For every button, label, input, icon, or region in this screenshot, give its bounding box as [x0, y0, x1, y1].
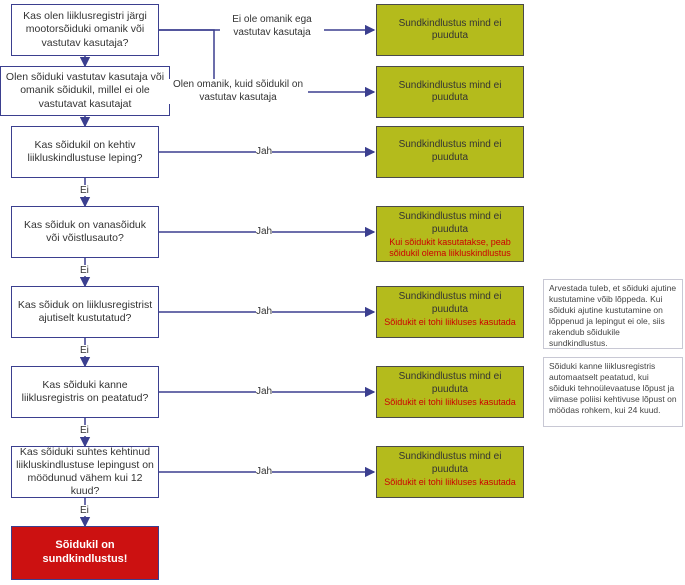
result-1-title: Sundkindlustus mind ei puuduta: [398, 17, 502, 42]
result-4-note: Kui sõidukit kasutatakse, peab sõidukil …: [389, 237, 511, 259]
result-4-title: Sundkindlustus mind ei puuduta: [398, 211, 502, 235]
question-2-text: Olen sõiduki vastutav kasutaja või omani…: [5, 71, 165, 110]
question-3-text: Kas sõidukil on kehtiv liikluskindlustus…: [27, 138, 143, 164]
result-3-title: Sundkindlustus mind ei puuduta: [398, 139, 502, 163]
result-6: Sundkindlustus mind ei puuduta Sõidukit …: [376, 366, 524, 418]
question-4-text: Kas sõiduk on vanasõiduk või võistlusaut…: [24, 218, 146, 244]
edge-label-not-owner: Ei ole omanik ega vastutav kasutaja: [220, 14, 324, 39]
result-6-title: Sundkindlustus mind ei puuduta: [398, 371, 502, 395]
edge-label-yes-6: Jah: [256, 386, 273, 399]
question-7: Kas sõiduki suhtes kehtinud liikluskindl…: [11, 446, 159, 498]
result-7: Sundkindlustus mind ei puuduta Sõidukit …: [376, 446, 524, 498]
note-registration-suspended: Sõiduki kanne liiklusregistris automaats…: [543, 357, 683, 427]
edge-label-yes-7: Jah: [256, 466, 273, 479]
result-7-note: Sõidukit ei tohi liikluses kasutada: [384, 477, 516, 487]
question-6-text: Kas sõiduki kanne liiklusregistris on pe…: [21, 378, 149, 404]
final-result: Sõidukil on sundkindlustus!: [11, 526, 159, 580]
result-5-note: Sõidukit ei tohi liikluses kasutada: [384, 317, 516, 327]
question-1-text: Kas olen liiklusregistri järgi mootorsõi…: [23, 10, 147, 49]
edge-label-no-5: Ei: [79, 345, 90, 356]
result-1: Sundkindlustus mind ei puuduta: [376, 4, 524, 56]
edge-label-yes-4: Jah: [256, 226, 273, 239]
edge-label-no-7: Ei: [79, 505, 90, 516]
result-2: Sundkindlustus mind ei puuduta: [376, 66, 524, 118]
question-5: Kas sõiduk on liiklusregistrist ajutisel…: [11, 286, 159, 338]
question-7-text: Kas sõiduki suhtes kehtinud liikluskindl…: [16, 445, 154, 498]
question-2: Olen sõiduki vastutav kasutaja või omani…: [0, 66, 170, 116]
edge-label-yes-5: Jah: [256, 306, 273, 319]
edge-label-no-3: Ei: [79, 185, 90, 196]
question-4: Kas sõiduk on vanasõiduk või võistlusaut…: [11, 206, 159, 258]
result-5: Sundkindlustus mind ei puuduta Sõidukit …: [376, 286, 524, 338]
note-temporary-removal: Arvestada tuleb, et sõiduki ajutine kust…: [543, 279, 683, 349]
edge-label-no-4: Ei: [79, 265, 90, 276]
question-3: Kas sõidukil on kehtiv liikluskindlustus…: [11, 126, 159, 178]
question-5-text: Kas sõiduk on liiklusregistrist ajutisel…: [17, 298, 153, 324]
edge-label-no-6: Ei: [79, 425, 90, 436]
result-3: Sundkindlustus mind ei puuduta: [376, 126, 524, 178]
result-5-title: Sundkindlustus mind ei puuduta: [398, 291, 502, 315]
result-4: Sundkindlustus mind ei puuduta Kui sõidu…: [376, 206, 524, 262]
result-2-title: Sundkindlustus mind ei puuduta: [398, 79, 502, 104]
result-7-title: Sundkindlustus mind ei puuduta: [398, 451, 502, 475]
result-6-note: Sõidukit ei tohi liikluses kasutada: [384, 397, 516, 407]
final-result-text: Sõidukil on sundkindlustus!: [42, 539, 128, 565]
question-1: Kas olen liiklusregistri järgi mootorsõi…: [11, 4, 159, 56]
question-6: Kas sõiduki kanne liiklusregistris on pe…: [11, 366, 159, 418]
edge-label-owner-not-user: Olen omanik, kuid sõidukil on vastutav k…: [168, 79, 308, 104]
edge-label-yes-3: Jah: [256, 146, 273, 159]
